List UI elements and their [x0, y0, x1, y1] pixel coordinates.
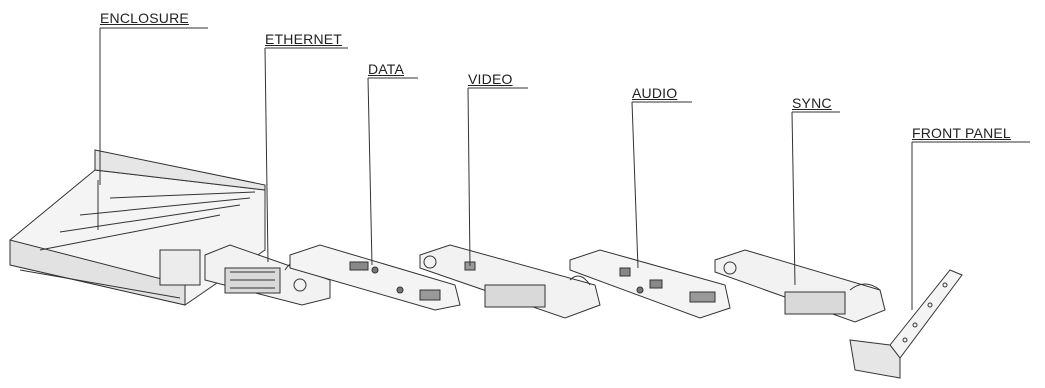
video-label: VIDEO: [468, 71, 513, 87]
front-panel-label: FRONT PANEL: [912, 125, 1011, 141]
sync-board: [714, 249, 886, 323]
audio-leader: [631, 101, 639, 269]
audio-label: AUDIO: [632, 85, 678, 101]
front-panel-part: [849, 269, 963, 379]
data-board: [289, 244, 461, 311]
ethernet-leader: [264, 47, 269, 263]
audio-board: [569, 249, 731, 319]
ethernet-board: [204, 244, 331, 306]
ethernet-label: ETHERNET: [265, 31, 343, 47]
video-board: [419, 244, 601, 319]
data-leader: [367, 77, 373, 266]
sync-label: SYNC: [792, 95, 832, 111]
video-leader: [467, 87, 471, 267]
data-label: DATA: [368, 61, 405, 77]
sync-leader: [791, 111, 796, 286]
enclosure-part: [9, 149, 266, 306]
enclosure-label: ENCLOSURE: [100, 10, 189, 26]
